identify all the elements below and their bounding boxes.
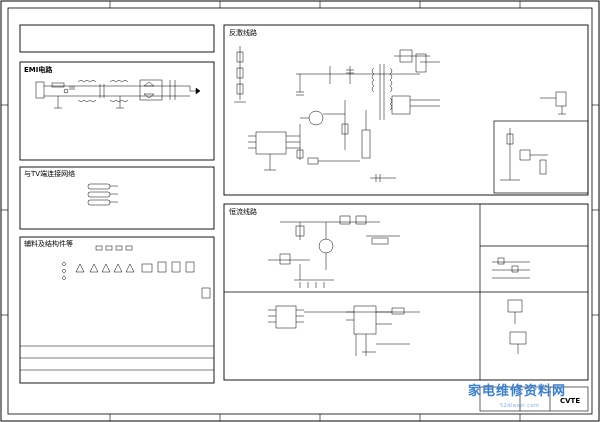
flyback-circuit: [234, 46, 567, 182]
top-left-block: [19, 24, 215, 53]
flyback-frame: [223, 24, 589, 196]
aux-frame: [19, 236, 215, 384]
emi-title: EMI电路: [24, 66, 53, 74]
company-logo: CVTE: [560, 397, 581, 405]
emi-frame: [19, 61, 215, 161]
watermark-url: 52dianzi.com: [500, 403, 540, 409]
flyback-title: 反激线路: [229, 29, 257, 37]
tv-connection-title: 与TV端连接网络: [24, 170, 76, 178]
aux-parts-title: 辅料及结构件等: [24, 240, 73, 248]
emi-circuit: [35, 79, 201, 109]
watermark-text: 家电维修资料网: [468, 384, 567, 399]
title-block: [479, 386, 589, 412]
cc-title: 恒流线路: [229, 208, 257, 216]
tv-frame: [19, 166, 215, 230]
tv-connector: [87, 183, 118, 206]
cc-circuit: [268, 215, 530, 356]
aux-parts: [62, 245, 211, 299]
